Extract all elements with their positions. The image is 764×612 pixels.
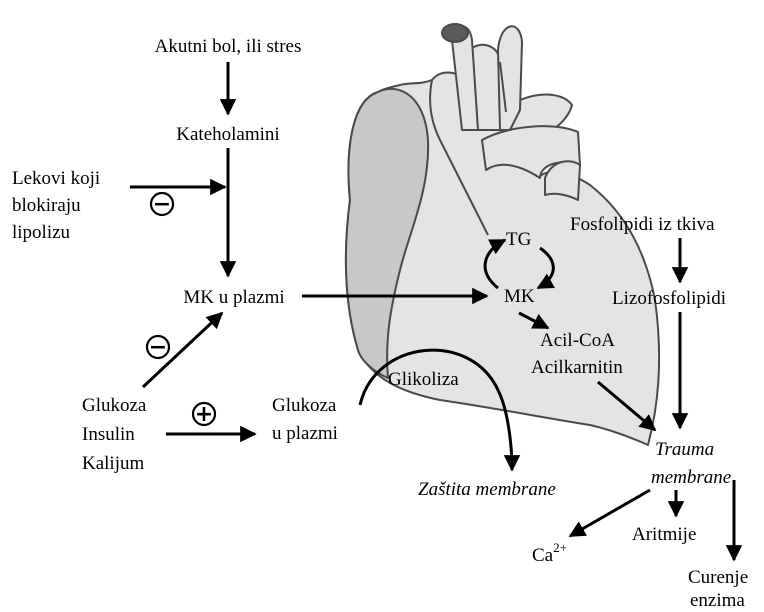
label-catecholamines: Kateholamini bbox=[176, 124, 279, 145]
plus-sign-glucose: + bbox=[193, 402, 215, 427]
label-drugs-line3: lipolizu bbox=[12, 222, 71, 243]
minus-sign-drugs: − bbox=[151, 192, 173, 217]
label-tg: TG bbox=[506, 229, 532, 250]
minus-sign-glucose: − bbox=[147, 335, 169, 360]
label-trauma-line2: membrane bbox=[651, 467, 731, 488]
label-glycolysis: Glikoliza bbox=[388, 369, 459, 390]
label-glucose-line2: Insulin bbox=[82, 424, 135, 445]
heart-vessel-opening bbox=[442, 24, 468, 42]
label-tissue-phospholipids: Fosfolipidi iz tkiva bbox=[570, 214, 715, 235]
label-acyl-coa: Acil-CoA bbox=[540, 330, 615, 351]
label-enzyme-leak-line1: Curenje bbox=[688, 567, 748, 588]
label-plasma-fa: MK u plazmi bbox=[183, 287, 284, 308]
label-plasma-glucose-line1: Glukoza bbox=[272, 395, 337, 416]
sign-symbols: − − + bbox=[147, 192, 215, 427]
label-drugs-line2: blokiraju bbox=[12, 195, 81, 216]
label-trauma-line1: Trauma bbox=[655, 439, 714, 460]
label-plasma-glucose-line2: u plazmi bbox=[272, 423, 338, 444]
label-lysophospholipids: Lizofosfolipidi bbox=[612, 288, 726, 309]
minus-sign-label: − bbox=[149, 335, 167, 360]
label-glucose-line1: Glukoza bbox=[82, 395, 147, 416]
heart-pulmonary-branch bbox=[545, 161, 580, 200]
plus-sign-label: + bbox=[195, 402, 213, 427]
minus-sign-label: − bbox=[153, 192, 171, 217]
label-drugs-line1: Lekovi koji bbox=[12, 168, 100, 189]
label-acute-pain: Akutni bol, ili stres bbox=[155, 36, 302, 57]
label-calcium: Ca2+ bbox=[532, 540, 567, 566]
label-glucose-line3: Kalijum bbox=[82, 453, 144, 474]
label-membrane-protection: Zaštita membrane bbox=[418, 479, 556, 500]
label-acylcarnitine: Acilkarnitin bbox=[531, 357, 623, 378]
label-enzyme-leak-line2: enzima bbox=[690, 590, 745, 611]
label-arrhythmia: Aritmije bbox=[632, 524, 696, 545]
label-mk: MK bbox=[504, 286, 535, 307]
